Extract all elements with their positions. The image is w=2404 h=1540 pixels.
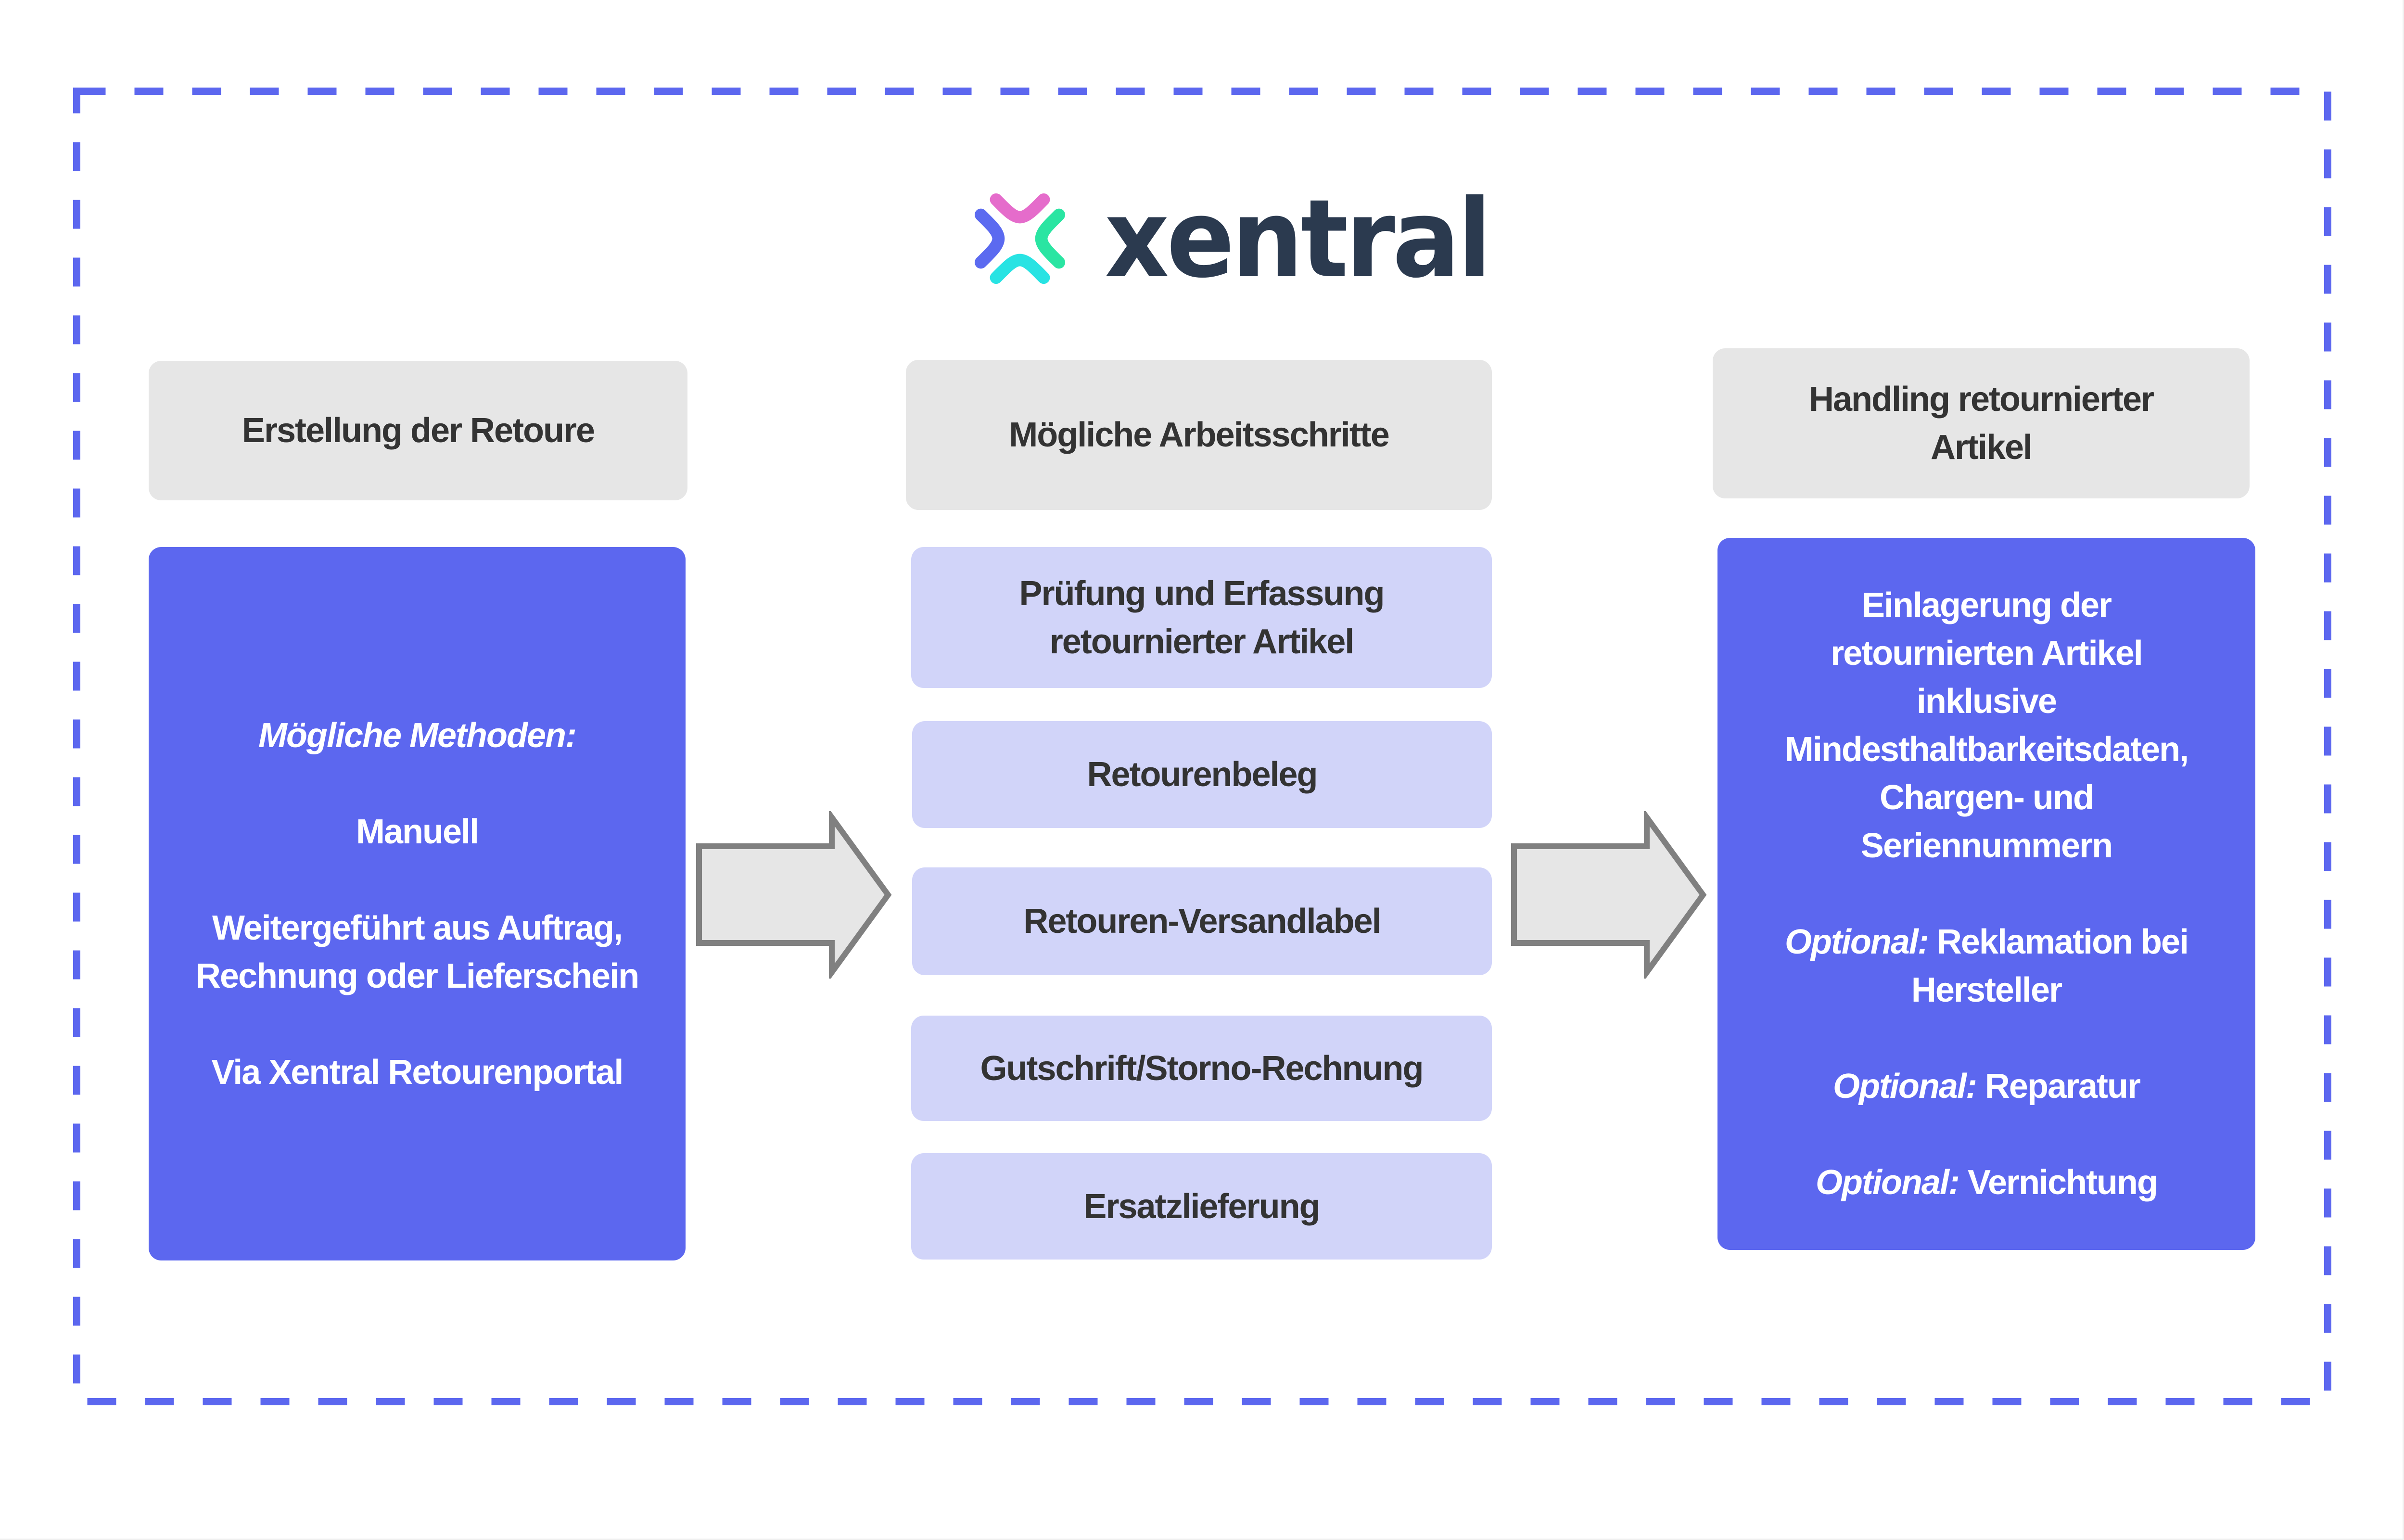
step-label-line1: Prüfung und Erfassung <box>1019 574 1385 613</box>
step-label: Gutschrift/Storno-Rechnung <box>980 1049 1424 1088</box>
methods-title: Mögliche Methoden: <box>258 716 577 755</box>
dashed-frame <box>73 88 2331 1405</box>
header-label: Mögliche Arbeitsschritte <box>1009 416 1389 454</box>
optional-reklamation: Optional: Reklamation bei <box>1784 918 2189 966</box>
step-label: Ersatzlieferung <box>1083 1187 1320 1226</box>
step-pruefung-erfassung: Prüfung und Erfassung retournierter Arti… <box>911 547 1492 688</box>
method-retourenportal: Via Xentral Retourenportal <box>211 1053 624 1092</box>
optional-reklamation-line2: Hersteller <box>1911 971 2062 1009</box>
dashed-frame-border <box>73 88 2331 1405</box>
step-retouren-versandlabel: Retouren-Versandlabel <box>912 867 1492 975</box>
arrow-right-icon <box>1511 811 1707 979</box>
methods-box: Mögliche Methoden: Manuell Weitergeführt… <box>149 547 686 1260</box>
handling-box: Einlagerung der retournierten Artikel in… <box>1717 538 2255 1250</box>
step-ersatzlieferung: Ersatzlieferung <box>911 1153 1492 1260</box>
optional-vernichtung: Optional: Vernichtung <box>1816 1158 2158 1207</box>
step-retourenbeleg: Retourenbeleg <box>912 721 1492 828</box>
header-erstellung-der-retoure: Erstellung der Retoure <box>149 361 687 500</box>
storage-line3: inklusive <box>1916 682 2057 721</box>
xentral-wordmark: xentral <box>1105 176 1492 302</box>
storage-line4: Mindesthaltbarkeitsdaten, <box>1784 730 2189 769</box>
step-gutschrift-storno: Gutschrift/Storno-Rechnung <box>911 1016 1492 1121</box>
storage-line6: Seriennummern <box>1860 827 2113 865</box>
optional-label: Optional: <box>1784 923 1929 961</box>
header-moegliche-arbeitsschritte: Mögliche Arbeitsschritte <box>906 360 1492 510</box>
arrow-right-icon <box>696 811 892 979</box>
storage-line5: Chargen- und <box>1880 778 2094 817</box>
header-handling-retournierter-artikel: Handling retournierter Artikel <box>1713 348 2250 498</box>
header-label-line2: Artikel <box>1930 428 2033 467</box>
xentral-logo: xentral <box>972 185 1492 293</box>
storage-line2: retournierten Artikel <box>1831 634 2143 673</box>
xentral-logo-icon <box>974 193 1066 284</box>
method-from-documents-line1: Weitergeführt aus Auftrag, <box>212 908 623 947</box>
optional-label: Optional: <box>1832 1067 1977 1106</box>
page-edge <box>2403 0 2404 1540</box>
optional-text: Vernichtung <box>1959 1163 2158 1202</box>
step-label-line2: retournierter Artikel <box>1049 622 1355 661</box>
step-label: Retourenbeleg <box>1087 755 1318 794</box>
storage-line1: Einlagerung der <box>1861 586 2112 624</box>
method-manual: Manuell <box>356 812 479 851</box>
header-label-line1: Handling retournierter <box>1808 380 2154 419</box>
header-label: Erstellung der Retoure <box>242 411 595 450</box>
optional-text: Reparatur <box>1976 1067 2141 1106</box>
method-from-documents-line2: Rechnung oder Lieferschein <box>195 956 639 995</box>
optional-label: Optional: <box>1816 1163 1960 1202</box>
step-label: Retouren-Versandlabel <box>1023 902 1381 941</box>
optional-reparatur: Optional: Reparatur <box>1832 1062 2141 1110</box>
optional-text: Reklamation bei <box>1928 923 2189 961</box>
page-edge <box>0 1539 2404 1540</box>
